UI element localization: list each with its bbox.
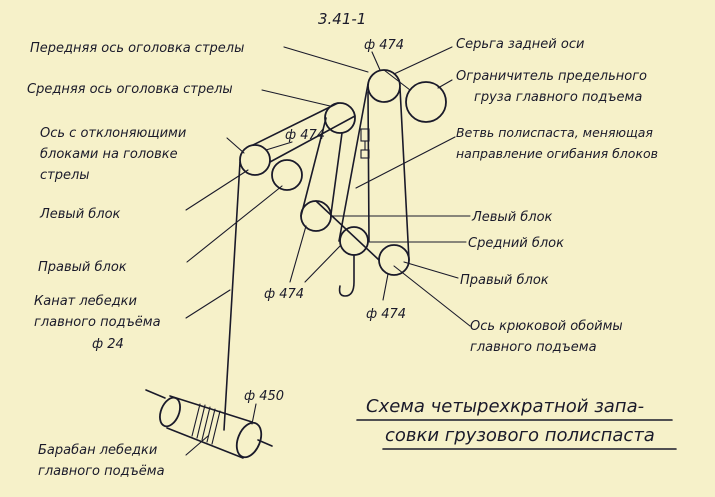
dim-leader-mid (265, 141, 293, 151)
limiter-link (383, 69, 411, 91)
rope-branch-5 (338, 83, 369, 242)
sheet-number: 3.41-1 (318, 10, 366, 28)
rope-branch-3 (300, 117, 327, 217)
label-rope-3: ф 24 (92, 337, 124, 352)
hook-middle-block (339, 226, 369, 256)
leader-front-axis (283, 46, 369, 73)
hook-right-block (378, 244, 410, 276)
leader-right-block (186, 185, 283, 263)
label-right-block-right: Правый блок (460, 273, 549, 288)
dim-leader-top (371, 51, 381, 71)
leader-rope (185, 289, 231, 319)
label-drum-1: Барабан лебедки (38, 443, 157, 458)
leader-middle-axis (261, 89, 331, 107)
leader-branch (355, 136, 456, 189)
deflect-left-pulley (239, 144, 271, 176)
title-line-1: Схема четырехкратной запа- (366, 396, 644, 417)
label-rope-1: Канат лебедки (34, 294, 137, 309)
dim-mid: ф 474 (285, 128, 325, 143)
leader-left-block (185, 169, 249, 211)
label-rope-2: главного подъёма (34, 315, 161, 330)
dim-leader-hook-b (304, 245, 341, 283)
rope-branch-7 (399, 87, 410, 261)
leader-hook-axis (393, 265, 471, 327)
label-middle-block-right: Средний блок (468, 236, 564, 251)
hook (338, 254, 355, 297)
dim-leader-hook-a (289, 225, 307, 283)
label-hook-axis-2: главного подъема (470, 340, 597, 355)
winch-drum (145, 389, 273, 459)
limiter-pulley (405, 81, 447, 123)
label-branch-1: Ветвь полиспаста, меняющая (456, 125, 653, 140)
dim-top: ф 474 (364, 38, 404, 53)
label-limiter-2: груза главного подъема (474, 90, 642, 105)
dim-hook-left: ф 474 (264, 287, 304, 302)
rope-branch-4 (330, 132, 343, 215)
label-deflect-axis-1: Ось с отклоняющими (40, 126, 186, 141)
title-line-2: совки грузового полиспаста (385, 425, 655, 446)
front-axis-pulley (367, 69, 401, 103)
label-middle-axis: Средняя ось оголовка стрелы (27, 82, 233, 97)
middle-axis-pulley (324, 102, 356, 134)
dim-leader-hook-c (382, 273, 389, 301)
rope-to-drum (223, 161, 241, 431)
leader-right-block-r (403, 261, 459, 279)
leader-drum (185, 435, 209, 456)
label-branch-2: направление огибания блоков (456, 146, 658, 161)
label-limiter-1: Ограничитель предельного (456, 69, 647, 84)
label-hook-axis-1: Ось крюковой обоймы (470, 319, 623, 334)
leader-earring (393, 46, 453, 75)
dim-hook-right: ф 474 (366, 307, 406, 322)
rope-branch-6 (367, 91, 370, 242)
label-deflect-axis-2: блоками на головке (40, 147, 178, 162)
deflect-right-pulley (271, 159, 303, 191)
label-earring: Серьга задней оси (456, 37, 584, 52)
dim-drum: ф 450 (244, 389, 284, 404)
label-left-block-left: Левый блок (39, 207, 121, 222)
label-left-block-right: Левый блок (471, 210, 553, 225)
rope-branch-2 (269, 115, 356, 163)
label-deflect-axis-3: стрелы (40, 168, 90, 183)
leader-deflect-axis (226, 137, 245, 154)
rope-branch-1 (252, 102, 339, 146)
label-right-block-left: Правый блок (38, 260, 127, 275)
leader-limiter (437, 79, 453, 89)
dim-leader-drum (251, 403, 257, 425)
label-drum-2: главного подъёма (38, 464, 165, 479)
label-front-axis: Передняя ось оголовка стрелы (30, 41, 244, 56)
rope-branch-8 (315, 200, 380, 261)
